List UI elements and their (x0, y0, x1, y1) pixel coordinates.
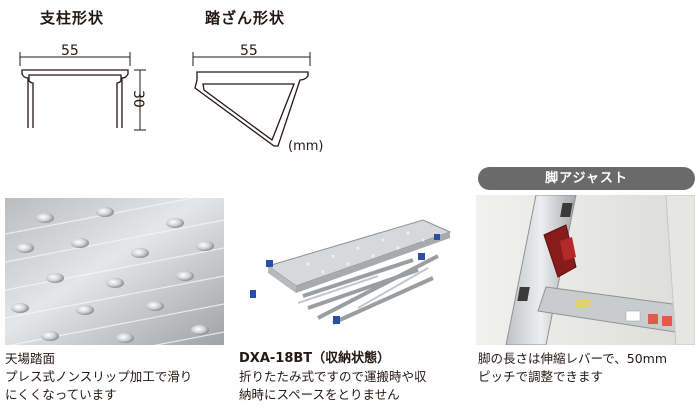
pillar-width-dimension (19, 52, 131, 66)
adjust-caption-line: 脚の長さは伸縮レバーで、50mm (478, 351, 668, 366)
pillar-shape-title: 支柱形状 (40, 9, 105, 27)
tread-caption: 天場踏面 プレス式ノンスリップ加工で滑り にくくなっています (5, 350, 192, 404)
adjust-caption-line: ピッチで調整できます (478, 369, 604, 384)
profile-diagrams (19, 52, 311, 147)
step-trapezoid-profile (194, 71, 309, 147)
tread-caption-line: にくくなっています (5, 387, 117, 402)
model-caption: DXA-18BT（収納状態） 折りたたみ式ですので運搬時や収 納時にスペースをと… (239, 350, 427, 404)
pillar-height-label: 30 (130, 90, 146, 108)
pillar-height-dimension (134, 69, 146, 131)
pillar-channel-profile (21, 69, 129, 128)
step-width-label: 55 (240, 43, 258, 59)
leg-adjuster-photo (476, 195, 695, 345)
adjust-caption: 脚の長さは伸縮レバーで、50mm ピッチで調整できます (478, 350, 667, 386)
model-caption-line: 納時にスペースをとりません (239, 387, 400, 402)
step-width-dimension (192, 52, 311, 66)
model-name: DXA-18BT（収納状態） (239, 351, 391, 366)
folded-platform-photo (238, 198, 456, 345)
leg-adjust-badge: 脚アジャスト (478, 167, 695, 190)
step-shape-title: 踏ざん形状 (205, 9, 286, 27)
pillar-width-label: 55 (61, 43, 79, 59)
model-caption-line: 折りたたみ式ですので運搬時や収 (239, 369, 427, 384)
tread-caption-line: プレス式ノンスリップ加工で滑り (5, 369, 193, 384)
tread-caption-title: 天場踏面 (5, 351, 56, 366)
tread-surface-photo (5, 198, 224, 345)
unit-label: (mm) (288, 139, 324, 154)
